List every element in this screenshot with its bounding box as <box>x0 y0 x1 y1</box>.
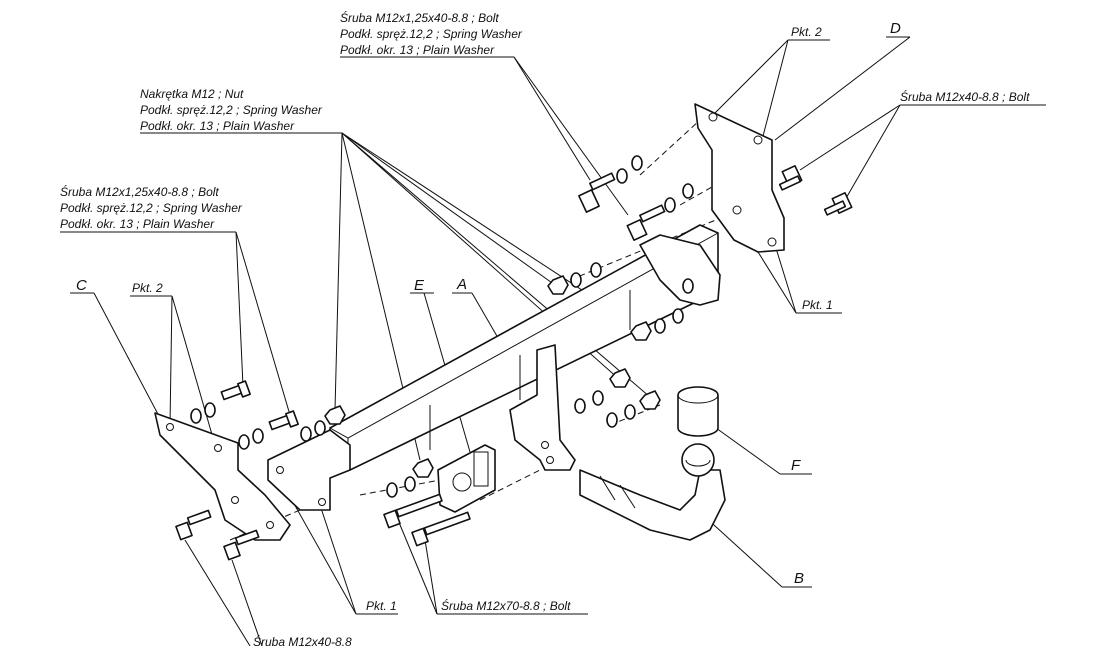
callout-bolt-left: Śruba M12x1,25x40-8.8 ; Bolt Podkł. sprę… <box>60 184 243 233</box>
bolt <box>175 509 212 541</box>
washer <box>574 398 586 414</box>
part-letter-d: D <box>890 20 901 37</box>
washer <box>664 197 676 213</box>
center-drop-bracket <box>509 344 576 471</box>
bolt <box>823 191 853 216</box>
washer <box>654 318 666 334</box>
ball-cap-f <box>677 386 719 437</box>
bolt <box>626 204 666 242</box>
bolt <box>578 172 616 213</box>
callout-nut-line-2: Podkł. spręż.12,2 ; Spring Washer <box>140 103 323 117</box>
callout-bolt-bottom: Śruba M12x70-8.8 ; Bolt <box>441 598 571 613</box>
washer <box>682 183 694 199</box>
callout-bolt-left-line-3: Podkł. okr. 13 ; Plain Washer <box>60 217 215 231</box>
callout-bolt-left-line-2: Podkł. spręż.12,2 ; Spring Washer <box>60 201 243 215</box>
nut <box>630 321 652 341</box>
callout-bolt-right: Śruba M12x40-8.8 ; Bolt <box>900 89 1030 104</box>
washer <box>631 155 643 171</box>
washer <box>204 402 216 418</box>
main-crossbar-a <box>267 224 721 511</box>
bolt <box>220 380 251 401</box>
pkt1-right-label: Pkt. 1 <box>802 298 833 312</box>
part-letter-e: E <box>414 277 425 294</box>
washer <box>570 272 582 288</box>
nut <box>609 368 631 388</box>
washer <box>404 476 416 492</box>
bolt <box>268 410 299 431</box>
washer <box>606 412 618 428</box>
callout-bolt-top-line-2: Podkł. spręż.12,2 ; Spring Washer <box>340 27 523 41</box>
nut <box>639 390 661 410</box>
washer <box>616 168 628 184</box>
callout-nut-group: Nakrętka M12 ; Nut Podkł. spręż.12,2 ; S… <box>140 87 342 134</box>
part-letter-f: F <box>791 457 801 474</box>
bolt <box>383 493 443 529</box>
nut <box>547 275 569 295</box>
washer <box>190 408 202 424</box>
bolt <box>778 164 803 191</box>
callout-bolt-top: Śruba M12x1,25x40-8.8 ; Bolt Podkł. sprę… <box>340 10 523 58</box>
pkt2-right-label: Pkt. 2 <box>791 25 822 39</box>
fasteners <box>175 155 853 561</box>
socket-plate-e <box>437 444 496 513</box>
washer <box>590 262 602 278</box>
washer <box>238 434 250 450</box>
part-letter-c: C <box>76 277 87 294</box>
callout-bolt-top-line-1: Śruba M12x1,25x40-8.8 ; Bolt <box>340 10 499 25</box>
washer <box>672 308 684 324</box>
washer <box>592 390 604 406</box>
left-bracket-c <box>154 412 291 541</box>
callout-bolt-left-line-1: Śruba M12x1,25x40-8.8 ; Bolt <box>60 184 219 199</box>
tow-arm-b <box>579 469 726 541</box>
tow-ball <box>681 443 715 477</box>
part-letter-a: A <box>456 276 467 293</box>
callout-nut-line-3: Podkł. okr. 13 ; Plain Washer <box>140 119 295 133</box>
nut <box>412 458 434 478</box>
pkt1-left-label: Pkt. 1 <box>366 599 397 613</box>
washer <box>386 482 398 498</box>
nut <box>324 405 346 425</box>
washer <box>314 420 326 436</box>
bolt <box>411 511 471 547</box>
pkt2-left-label: Pkt. 2 <box>132 281 163 295</box>
washer <box>624 404 636 420</box>
callout-bolt-top-line-3: Podkł. okr. 13 ; Plain Washer <box>340 43 495 57</box>
bolt <box>223 529 260 561</box>
callout-bolt-bottom-left: Śruba M12x40-8.8 <box>253 634 352 646</box>
washer <box>300 426 312 442</box>
part-letter-b: B <box>794 570 804 587</box>
callout-nut-line-1: Nakrętka M12 ; Nut <box>140 87 244 101</box>
washer <box>682 278 694 294</box>
washer <box>252 428 264 444</box>
right-bracket-d <box>694 103 785 253</box>
